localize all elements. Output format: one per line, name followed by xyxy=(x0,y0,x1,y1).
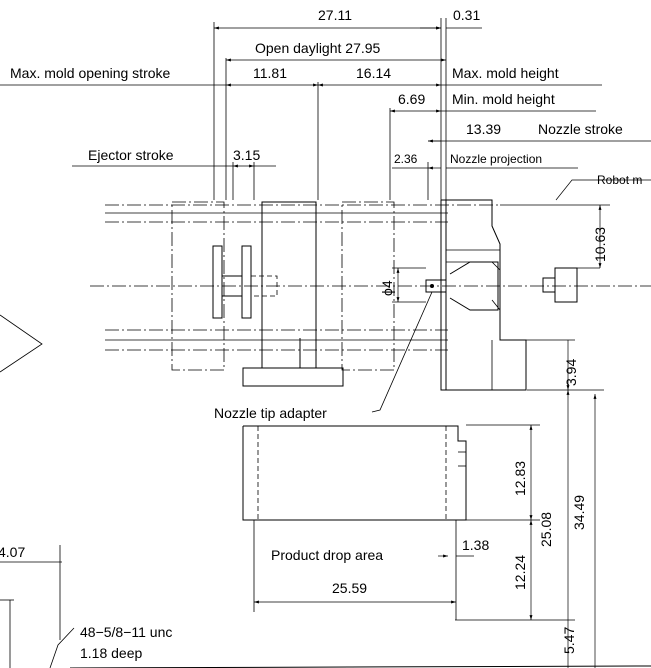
dim-0-31: 0.31 xyxy=(453,7,480,23)
min-mold-height-label: Min. mold height xyxy=(452,91,555,107)
thread-depth-label: 1.18 deep xyxy=(80,645,142,661)
ejector-stroke-label: Ejector stroke xyxy=(88,147,174,163)
nozzle-projection-label: Nozzle projection xyxy=(450,152,542,166)
dim-13-39: 13.39 xyxy=(466,121,501,137)
dim-25-08: 25.08 xyxy=(538,512,554,547)
dim-11-81: 11.81 xyxy=(253,65,287,81)
dim-1-38: 1.38 xyxy=(462,537,489,553)
machine-side-view xyxy=(90,199,651,391)
dim-3-94: 3.94 xyxy=(563,359,579,386)
max-mold-opening-stroke-label: Max. mold opening stroke xyxy=(10,65,171,81)
dim-5-47: 5.47 xyxy=(561,627,577,654)
dim-phi-4: ϕ4 xyxy=(379,280,395,296)
thread-spec-label: 48−5/8−11 unc xyxy=(80,624,172,640)
open-daylight-label: Open daylight 27.95 xyxy=(255,40,381,56)
dim-3-15: 3.15 xyxy=(233,147,260,163)
dim-12-24: 12.24 xyxy=(512,555,528,590)
left-partial-view xyxy=(0,314,75,668)
nozzle-tip-adapter-label: Nozzle tip adapter xyxy=(214,405,327,421)
dim-34-49: 34.49 xyxy=(571,495,587,530)
dim-25-59: 25.59 xyxy=(332,580,367,596)
nozzle-stroke-label: Nozzle stroke xyxy=(538,121,623,137)
robot-mount-label: Robot m xyxy=(597,173,642,187)
max-mold-height-label: Max. mold height xyxy=(452,65,559,81)
dim-16-14: 16.14 xyxy=(356,65,391,81)
dim-12-83: 12.83 xyxy=(512,461,528,496)
nozzle-tip-adapter-leader xyxy=(371,291,433,413)
dim-4-07: 4.07 xyxy=(0,544,25,560)
dim-10-63: 10.63 xyxy=(592,227,608,262)
product-drop-area-label: Product drop area xyxy=(271,547,383,563)
dim-2-36: 2.36 xyxy=(394,152,418,166)
dim-6-69: 6.69 xyxy=(398,91,425,107)
right-vertical-dimensions xyxy=(455,204,610,668)
dim-27-11: 27.11 xyxy=(318,7,352,23)
top-dimension-lines xyxy=(0,18,651,201)
